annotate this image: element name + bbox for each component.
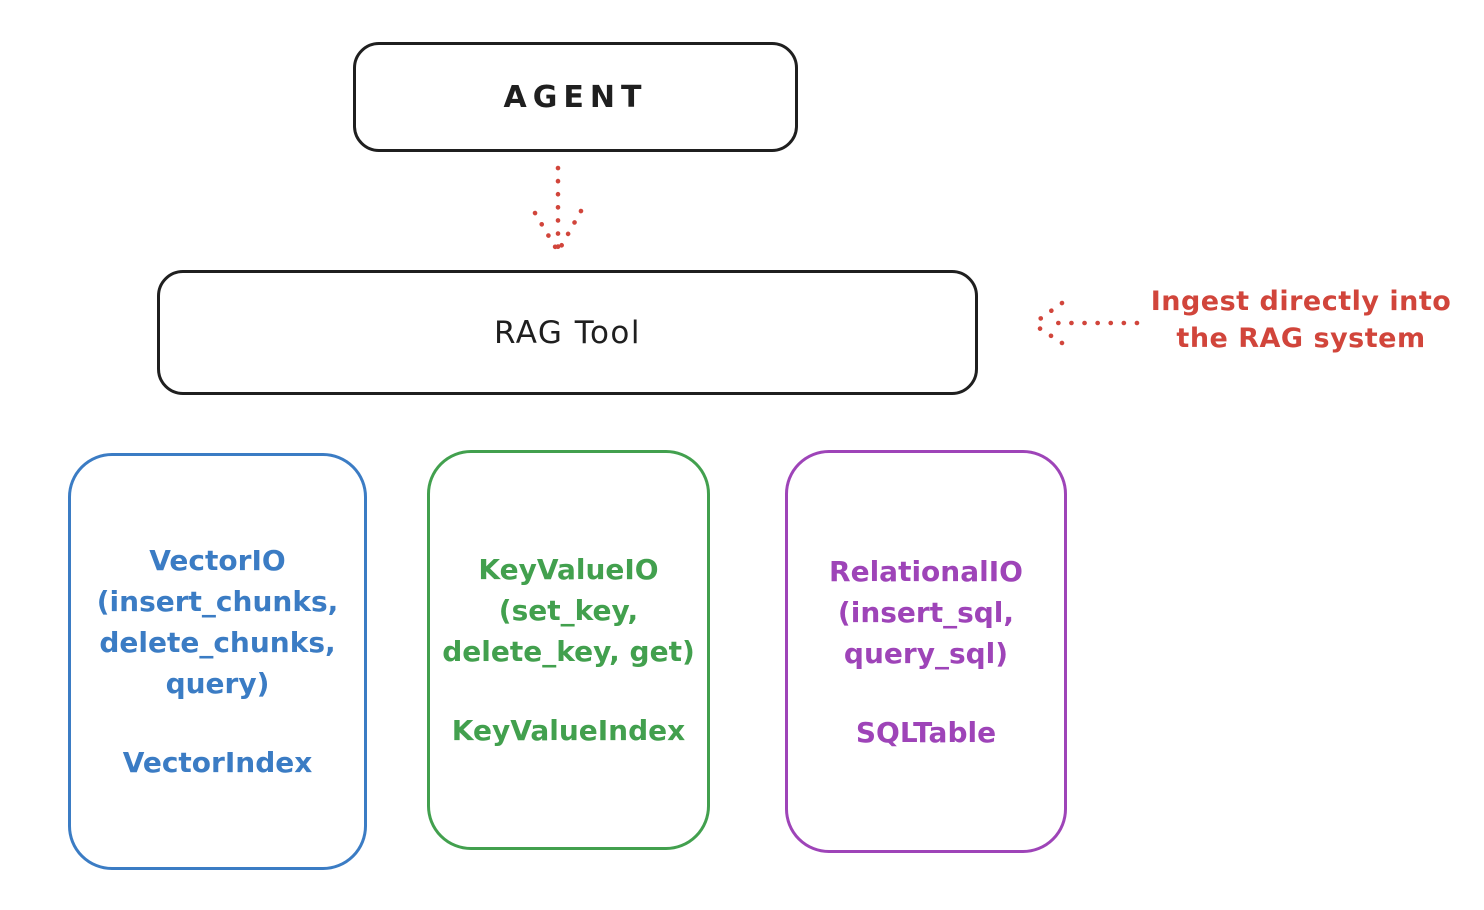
text-line: VectorIO xyxy=(149,544,286,577)
text-line: (insert_sql, xyxy=(837,595,1015,629)
text-line: (set_key, xyxy=(498,594,639,627)
text-line: RelationalIO xyxy=(829,554,1023,588)
agent-to-ragtool-arrow-icon xyxy=(532,165,584,253)
text-line: query) xyxy=(165,667,270,700)
keyvalue-io-node: KeyValueIO (set_key, delete_key, get) Ke… xyxy=(427,450,710,850)
keyvalue-index-label: KeyValueIndex xyxy=(451,714,686,747)
vector-index-label: VectorIndex xyxy=(122,746,313,779)
relational-io-node: RelationalIO (insert_sql, query_sql) SQL… xyxy=(785,450,1067,853)
rag-tool-node: RAG Tool xyxy=(157,270,978,395)
text-line: delete_chunks, xyxy=(99,626,336,659)
ingest-annotation-line2: the RAG system xyxy=(1176,323,1426,354)
rag-tool-label: RAG Tool xyxy=(493,314,642,351)
ingest-annotation: Ingest directly into the RAG system xyxy=(1138,283,1464,357)
text-line: query_sql) xyxy=(843,636,1009,670)
sql-table-label: SQLTable xyxy=(855,715,997,749)
agent-node: AGENT xyxy=(353,42,798,152)
vector-io-functions: VectorIO (insert_chunks, delete_chunks, … xyxy=(97,540,339,704)
ingest-annotation-line1: Ingest directly into xyxy=(1150,286,1452,317)
annotation-to-ragtool-arrow-icon xyxy=(1030,300,1140,346)
text-line: delete_key, get) xyxy=(442,635,695,668)
agent-label: AGENT xyxy=(503,79,648,115)
vector-io-node: VectorIO (insert_chunks, delete_chunks, … xyxy=(68,453,367,870)
text-line: KeyValueIO xyxy=(478,553,659,586)
keyvalue-io-functions: KeyValueIO (set_key, delete_key, get) xyxy=(442,549,695,672)
text-line: (insert_chunks, xyxy=(96,585,339,618)
relational-io-functions: RelationalIO (insert_sql, query_sql) xyxy=(829,551,1023,674)
